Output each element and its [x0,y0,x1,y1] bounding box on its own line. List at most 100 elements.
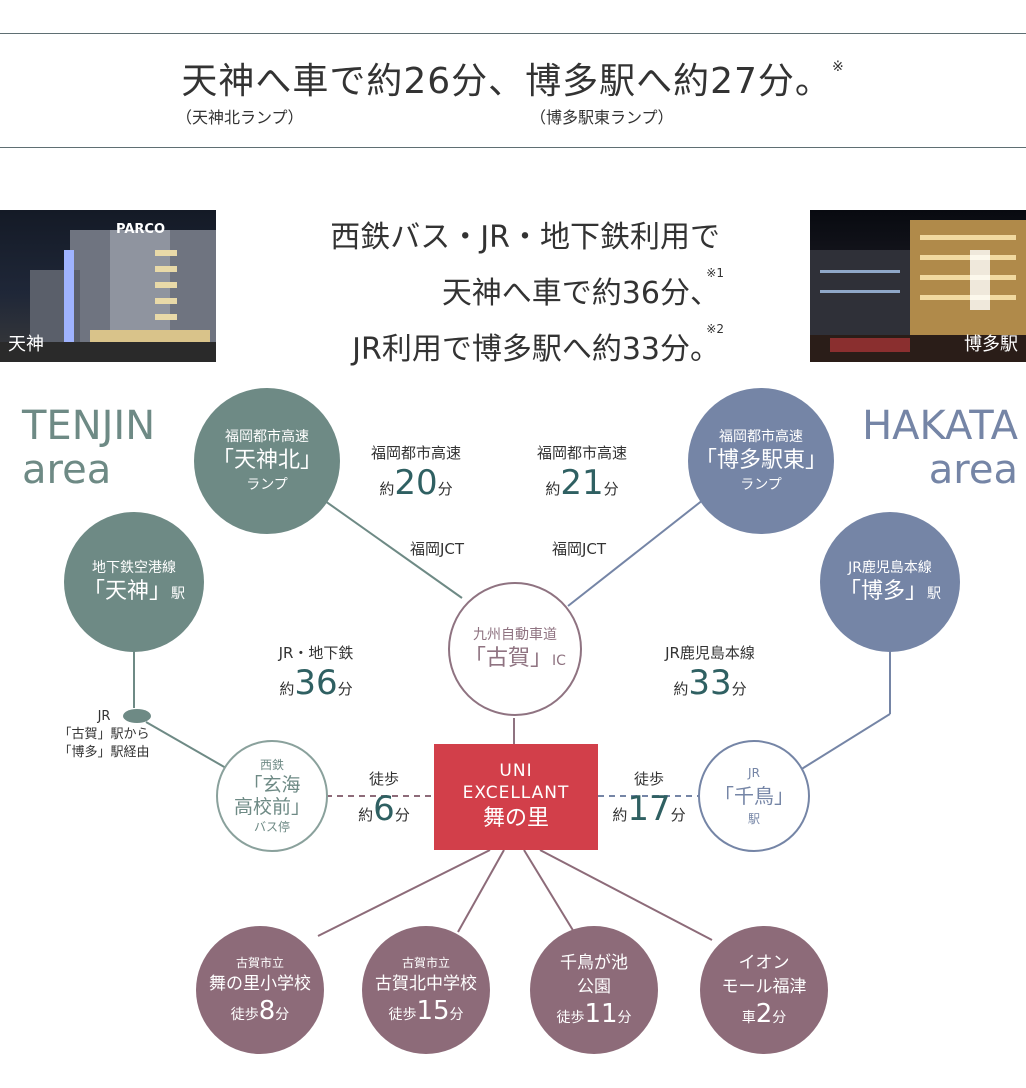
hakata-ramp-line2: 「博多駅東」 [694,448,827,473]
note-tenjin: （天神北ランプ） [176,108,304,127]
facility-maizato-elementary: 古賀市立 舞の里小学校 徒歩8分 [196,926,324,1054]
expressway-right-value: 21 [560,463,604,503]
hakata-ramp-line1: 福岡都市高速 [719,429,803,445]
node-chidori-station: JR 「千鳥」 駅 [698,740,810,852]
facility-2-value: 11 [584,999,618,1029]
property-name-line3: 舞の里 [482,806,549,831]
line-center-aeon [539,849,713,941]
facility-1-prefix: 徒歩 [388,1007,417,1023]
genkai-line1: 西鉄 [259,758,284,772]
facility-1-unit: 分 [449,1007,464,1023]
property-name-line2: EXCELLANT [462,783,570,803]
via-note: JR 「古賀」駅から 「博多」駅経由 [44,708,164,762]
koga-ic-line1: 九州自動車道 [473,627,557,643]
headline-mark: ※ [831,59,845,75]
expressway-left-value: 20 [394,463,438,503]
sub-line1: 西鉄バス・JR・地下鉄利用で [330,220,720,255]
route-jr-subway: JR・地下鉄 約36分 [266,642,366,703]
chidori-line3: 駅 [747,812,760,826]
tenjin-area-suffix: area [22,447,112,493]
walk-right-unit: 分 [670,806,686,824]
koga-ic-line3: IC [552,653,566,669]
hakata-area-suffix: area [928,447,1018,493]
facility-2-prefix: 徒歩 [556,1010,585,1026]
hakata-station-line3: 駅 [927,586,941,602]
expressway-right-prefix: 約 [545,480,561,498]
jct-left: 福岡JCT [410,540,465,558]
chidori-line2: 「千鳥」 [714,784,794,808]
parco-sign: PARCO [116,222,165,237]
route-expressway-left: 福岡都市高速 約20分 [366,442,466,503]
property-box: UNI EXCELLANT 舞の里 [434,744,598,850]
via-line2: 「古賀」駅から [58,727,150,742]
sub-line3: JR利用で博多駅へ約33分。※2 [352,322,724,368]
route-walk-left: 徒歩 約6分 [346,768,422,829]
route-expressway-right: 福岡都市高速 約21分 [532,442,632,503]
tenjin-photo-label: 天神 [8,334,44,355]
walk-left-value: 6 [373,789,395,829]
jr-subway-value: 36 [294,663,338,703]
line-hakata-chidori [799,713,891,771]
tenjin-station-line2: 「天神」 [82,579,171,604]
chidori-line1: JR [748,766,760,780]
koga-ic-line2: 「古賀」 [464,646,553,671]
hakata-station-line1: JR鹿児島本線 [848,560,932,576]
tenjin-station-line3: 駅 [171,586,185,602]
facility-3-line1: イオン [738,953,790,973]
jr-subway-label: JR・地下鉄 [278,644,354,662]
node-tenjin-ramp: 福岡都市高速 「天神北」 ランプ [194,388,340,534]
via-marker [123,709,151,723]
facility-aeon-mall: イオン モール福津 車2分 [700,926,828,1054]
top-rule [0,33,1026,34]
walk-right-label: 徒歩 [633,770,664,788]
expressway-right-unit: 分 [603,480,619,498]
via-line3: 「博多」駅経由 [58,745,150,760]
walk-left-unit: 分 [394,806,410,824]
via-line1: JR [97,709,111,724]
jr-subway-prefix: 約 [279,680,295,698]
facility-3-prefix: 車 [741,1010,756,1026]
facility-0-unit: 分 [275,1007,290,1023]
tenjin-station-line1: 地下鉄空港線 [92,560,176,576]
sub-line3-mark: ※2 [706,322,724,336]
tenjin-ramp-line1: 福岡都市高速 [225,429,309,445]
tenjin-ramp-line2: 「天神北」 [211,448,322,473]
walk-right-value: 17 [627,789,671,829]
route-jr-kagoshima: JR鹿児島本線 約33分 [648,642,772,703]
facility-1-line2: 古賀北中学校 [375,974,477,994]
hakata-area-word: HAKATA [862,403,1018,449]
tenjin-area-label: TENJIN area [22,404,155,492]
expressway-left-unit: 分 [437,480,453,498]
hakata-ramp-line3: ランプ [740,477,782,493]
facility-0-line1: 古賀市立 [235,956,284,970]
hakata-station-image [810,220,1026,362]
sub-line2: 天神へ車で約36分、※1 [442,266,724,312]
walk-left-label: 徒歩 [368,770,399,788]
facility-1-line1: 古賀市立 [401,956,450,970]
node-tenjin-station: 地下鉄空港線 「天神」駅 [64,512,204,652]
facility-0-line2: 舞の里小学校 [209,974,311,994]
facility-0-value: 8 [258,996,276,1026]
line-tenjin-ramp-koga [317,495,463,599]
genkai-line2: 「玄海 [243,774,301,796]
route-walk-right: 徒歩 約17分 [604,768,694,829]
facility-3-value: 2 [755,999,773,1029]
sub-line2-mark: ※1 [706,266,724,280]
genkai-line3: 高校前」 [233,796,310,818]
jct-right: 福岡JCT [552,540,607,558]
facility-2-line1: 千鳥が池 [560,953,628,973]
jr-kagoshima-value: 33 [688,663,732,703]
node-hakata-station: JR鹿児島本線 「博多」駅 [820,512,960,652]
facility-chidorigaike-park: 千鳥が池 公園 徒歩11分 [530,926,658,1054]
expressway-left-label: 福岡都市高速 [370,444,461,462]
facility-1-value: 15 [416,996,450,1026]
tenjin-building-image [0,230,216,362]
jr-subway-unit: 分 [337,680,353,698]
headline: 天神へ車で約26分、博多駅へ約27分。※ [0,52,1026,104]
expressway-left-prefix: 約 [379,480,395,498]
jr-kagoshima-prefix: 約 [673,680,689,698]
line-via-genkai [145,721,227,769]
hakata-photo-label: 博多駅 [964,334,1018,355]
facility-2-line2: 公園 [577,977,611,997]
